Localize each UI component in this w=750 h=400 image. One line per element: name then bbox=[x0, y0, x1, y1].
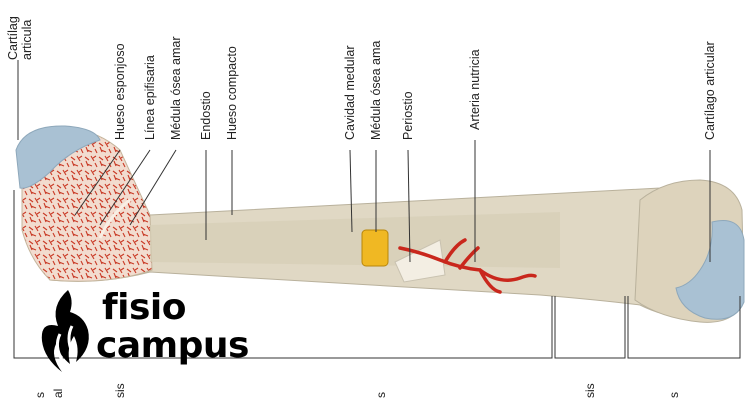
label-nutrient-artery: Arteria nutricia bbox=[468, 49, 482, 130]
periosteum-flap bbox=[394, 239, 446, 283]
label-endosteum: Endostio bbox=[199, 91, 213, 140]
label-epiphyseal-line: Línea epifisaria bbox=[143, 55, 157, 140]
label-yellow-marrow-mid: Médula ósea ama bbox=[369, 41, 383, 140]
bottom-label-right: s bbox=[667, 392, 681, 398]
logo-text-campus: campus bbox=[96, 325, 249, 366]
articular-cartilage-left bbox=[15, 125, 101, 189]
logo-text-fisio: fisio bbox=[102, 287, 187, 328]
bottom-label-metaphysis: sis bbox=[583, 383, 597, 398]
bottom-label-left-a: s bbox=[33, 392, 47, 398]
label-compact-bone: Hueso compacto bbox=[225, 46, 239, 140]
yellow-marrow bbox=[361, 229, 389, 267]
flame-icon bbox=[41, 290, 89, 372]
bottom-label-left-b: al bbox=[51, 389, 65, 398]
label-periosteum: Periostio bbox=[401, 91, 415, 140]
fisiocampus-logo: fisio campus bbox=[30, 286, 280, 376]
articular-cartilage-right bbox=[675, 220, 745, 320]
label-cartilage-left-line1: Cartílag bbox=[6, 16, 20, 60]
label-medullary-cavity: Cavidad medular bbox=[343, 46, 357, 141]
label-yellow-marrow-left: Médula ósea amar bbox=[169, 36, 183, 140]
medullary-cavity bbox=[150, 212, 560, 268]
nutrient-artery bbox=[398, 238, 537, 294]
label-spongy-bone: Hueso esponjoso bbox=[113, 43, 127, 140]
bottom-label-diaphysis: s bbox=[374, 392, 388, 398]
leader-lines bbox=[13, 60, 741, 359]
label-cartilage-right: Cartílago articular bbox=[703, 41, 717, 140]
bottom-label-epiphysis: sis bbox=[113, 383, 127, 398]
label-cartilage-left-line2: articula bbox=[20, 20, 34, 60]
epiphyseal-line bbox=[98, 198, 131, 239]
